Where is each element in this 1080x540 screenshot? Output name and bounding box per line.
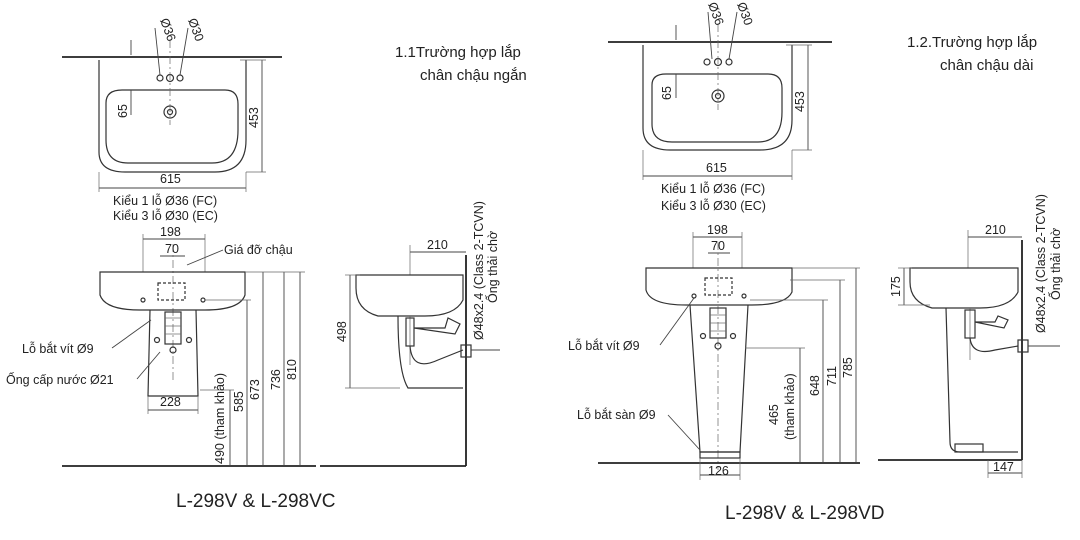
left-dim-810: 810	[285, 359, 299, 380]
left-case-title-1: 1.1Trường hợp lắp	[395, 44, 521, 61]
left-label-screw: Lỗ bắt vít Ø9	[22, 341, 94, 356]
right-dim-210: 210	[985, 223, 1006, 237]
right-note-3: Kiểu 3 lỗ Ø30 (EC)	[661, 198, 766, 213]
right-front-view	[598, 232, 860, 480]
left-note-1: Kiểu 1 lỗ Ø36 (FC)	[113, 193, 217, 208]
left-dim-65: 65	[116, 104, 130, 118]
right-dim-126: 126	[708, 464, 729, 478]
right-note-1: Kiểu 1 lỗ Ø36 (FC)	[661, 181, 765, 196]
right-pipe-label-2: Ống thải chờ	[1048, 228, 1063, 300]
right-dia-36: Ø36	[705, 0, 726, 27]
right-label-floor: Lỗ bắt sàn Ø9	[577, 407, 656, 422]
left-dia-30: Ø30	[185, 16, 206, 43]
right-case-title-1: 1.2.Trường hợp lắp	[907, 34, 1037, 51]
right-pipe-label: Ø48x2.4 (Class 2-TCVN)	[1034, 194, 1048, 333]
right-dim-198: 198	[707, 223, 728, 237]
left-top-view	[62, 27, 282, 192]
left-dim-198: 198	[160, 225, 181, 239]
left-dim-585: 585	[232, 391, 246, 412]
left-dim-490: 490 (tham khảo)	[213, 373, 227, 464]
right-dim-648: 648	[808, 375, 822, 396]
right-dim-785: 785	[841, 357, 855, 378]
left-pipe-label-2: Ống thải chờ	[485, 231, 500, 303]
right-model-label: L-298V & L-298VD	[725, 503, 885, 524]
right-dia-30: Ø30	[734, 0, 755, 27]
left-pipe-label: Ø48x2.4 (Class 2-TCVN)	[472, 201, 486, 340]
right-dim-465-note: (tham khảo)	[783, 373, 797, 440]
left-dim-673: 673	[248, 379, 262, 400]
right-dim-147: 147	[993, 460, 1014, 474]
right-dim-175: 175	[889, 276, 903, 297]
right-dim-465: 465	[767, 404, 781, 425]
left-dim-453: 453	[247, 107, 261, 128]
left-model-label: L-298V & L-298VC	[176, 491, 336, 512]
left-side-view	[320, 245, 500, 467]
right-dim-70: 70	[711, 239, 725, 253]
left-front-view	[62, 234, 316, 467]
right-side-view	[878, 230, 1060, 478]
left-case-title-2: chân chậu ngắn	[420, 67, 527, 84]
right-dim-711: 711	[825, 366, 839, 386]
right-case-title-2: chân chậu dài	[940, 57, 1033, 74]
right-label-screw: Lỗ bắt vít Ø9	[568, 338, 640, 353]
left-label-supply: Ống cấp nước Ø21	[6, 372, 114, 387]
right-dim-615: 615	[706, 161, 727, 175]
left-dim-736: 736	[269, 369, 283, 390]
left-label-bracket: Giá đỡ chậu	[224, 243, 293, 257]
left-dia-36: Ø36	[157, 16, 178, 43]
right-dim-65: 65	[660, 86, 674, 100]
left-dim-498: 498	[335, 321, 349, 342]
left-note-3: Kiểu 3 lỗ Ø30 (EC)	[113, 208, 218, 223]
left-dim-210: 210	[427, 238, 448, 252]
right-top-view	[608, 11, 832, 180]
left-dim-228: 228	[160, 395, 181, 409]
right-dim-453: 453	[793, 91, 807, 112]
left-dim-615: 615	[160, 172, 181, 186]
left-dim-70: 70	[165, 242, 179, 256]
